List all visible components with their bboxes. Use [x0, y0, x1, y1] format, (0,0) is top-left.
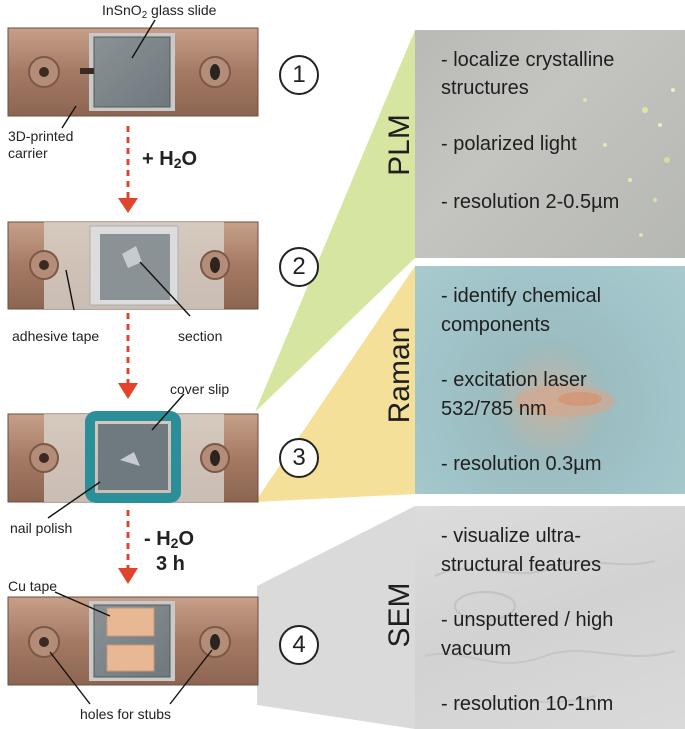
- arrows: [118, 126, 138, 584]
- raman-line-5: - resolution 0.3µm: [441, 453, 602, 475]
- step-2-badge: 2: [279, 247, 319, 287]
- step-4-badge: 4: [279, 625, 319, 665]
- raman-line-2: components: [441, 314, 550, 336]
- sem-texture: [424, 560, 676, 707]
- carrier-label: 3D-printed carrier: [8, 128, 74, 161]
- raman-line-1: - identify chemical: [441, 285, 602, 307]
- raman-panel: [415, 266, 685, 494]
- plm-line-3: - polarized light: [441, 133, 577, 155]
- carrier-step-2: [7, 221, 259, 310]
- cu-tape-label: Cu tape: [8, 578, 58, 594]
- step-1-badge: 1: [279, 55, 319, 95]
- carrier-step-3: [7, 411, 259, 503]
- sem-line-2: structural features: [441, 554, 602, 576]
- leader-lines: [47, 19, 213, 705]
- remove-water-time: 3 h: [156, 553, 185, 575]
- plm-speckles: [583, 88, 675, 237]
- plm-line-1: - localize crystalline: [441, 49, 615, 71]
- plm-line-2: structures: [441, 77, 529, 99]
- remove-water-label: - H2O: [144, 528, 195, 551]
- carrier-step-4: [7, 596, 259, 686]
- glass-slide-label: InSnO2 glass slide: [102, 2, 217, 21]
- adhesive-tape-label: adhesive tape: [12, 328, 100, 344]
- plm-wedge: [255, 30, 415, 412]
- sem-line-1: - visualize ultra-: [441, 525, 582, 547]
- raman-stain: [515, 385, 615, 417]
- step-3-badge: 3: [279, 438, 319, 478]
- plm-line-4: - resolution 2-0.5µm: [441, 191, 620, 213]
- holes-for-stubs-label: holes for stubs: [80, 706, 172, 722]
- sem-line-4: vacuum: [441, 638, 512, 660]
- sem-line-3: - unsputtered / high: [441, 609, 614, 631]
- carrier-step-1: [7, 27, 259, 117]
- raman-line-3: - excitation laser: [441, 369, 587, 391]
- section-label: section: [178, 328, 223, 344]
- sem-panel: [415, 506, 685, 729]
- plm-panel: [415, 30, 685, 258]
- nail-polish-label: nail polish: [10, 520, 73, 536]
- sem-wedge: [257, 506, 415, 729]
- add-water-label: + H2O: [142, 148, 198, 171]
- sem-line-5: - resolution 10-1nm: [441, 693, 614, 715]
- cover-slip-label: cover slip: [170, 381, 230, 397]
- raman-line-4: 532/785 nm: [441, 398, 547, 420]
